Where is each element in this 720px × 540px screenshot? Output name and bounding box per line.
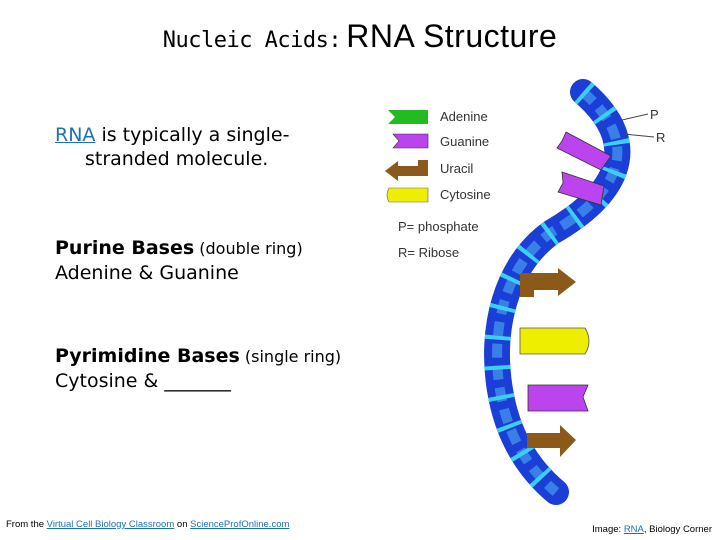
purine-note: (double ring) <box>194 239 303 258</box>
footer-site-link[interactable]: ScienceProfOnline.com <box>190 519 290 530</box>
legend-ribose: R= Ribose <box>398 245 459 260</box>
slide-title: Nucleic Acids: RNA Structure <box>0 18 720 55</box>
purine-heading: Purine Bases <box>55 237 195 259</box>
intro-text: RNA is typically a single- stranded mole… <box>55 123 355 171</box>
ribose-label: R <box>656 130 665 145</box>
base-guanine-1 <box>556 131 612 171</box>
pyrimidine-block: Pyrimidine Bases (single ring) Cytosine … <box>55 344 341 393</box>
phosphate-label: P <box>650 107 659 122</box>
pyrimidine-list: Cytosine & _______ <box>55 370 231 392</box>
purine-list: Adenine & Guanine <box>55 262 239 284</box>
title-prefix: Nucleic Acids: <box>162 28 342 53</box>
rna-link[interactable]: RNA <box>55 124 96 146</box>
cytosine-swatch-icon <box>386 187 429 203</box>
legend-label-adenine: Adenine <box>440 109 488 124</box>
footer-mid: on <box>174 519 191 530</box>
purine-block: Purine Bases (double ring) Adenine & Gua… <box>55 236 303 285</box>
legend-label-uracil: Uracil <box>440 161 473 176</box>
legend-phosphate: P= phosphate <box>398 219 479 234</box>
adenine-swatch-icon <box>388 110 428 124</box>
uracil-swatch-icon <box>385 160 428 181</box>
title-main: RNA Structure <box>346 18 558 54</box>
legend: Adenine Guanine Uracil Cytosine P= phosp… <box>385 109 491 260</box>
base-uracil-2 <box>527 425 576 457</box>
legend-label-guanine: Guanine <box>440 134 489 149</box>
footer-image-credit: Image: RNA, Biology Corner <box>592 524 712 535</box>
footer-classroom-link[interactable]: Virtual Cell Biology Classroom <box>46 519 175 530</box>
base-cytosine <box>519 327 590 355</box>
base-guanine-2 <box>557 171 605 206</box>
intro-line1: is typically a single- <box>95 124 290 146</box>
rna-backbone <box>484 79 631 505</box>
intro-line2: stranded molecule. <box>85 148 269 170</box>
legend-label-cytosine: Cytosine <box>440 187 491 202</box>
base-guanine-3 <box>527 384 589 412</box>
credit-rna-link[interactable]: RNA <box>623 524 644 535</box>
credit-suffix: , Biology Corner <box>643 524 712 535</box>
pyrimidine-heading: Pyrimidine Bases <box>55 345 240 367</box>
credit-prefix: Image: <box>592 524 624 535</box>
pyrimidine-note: (single ring) <box>239 347 342 366</box>
guanine-swatch-icon <box>392 133 429 149</box>
footer-source: From the Virtual Cell Biology Classroom … <box>6 519 289 530</box>
footer-prefix: From the <box>6 519 47 530</box>
base-uracil <box>520 268 576 297</box>
